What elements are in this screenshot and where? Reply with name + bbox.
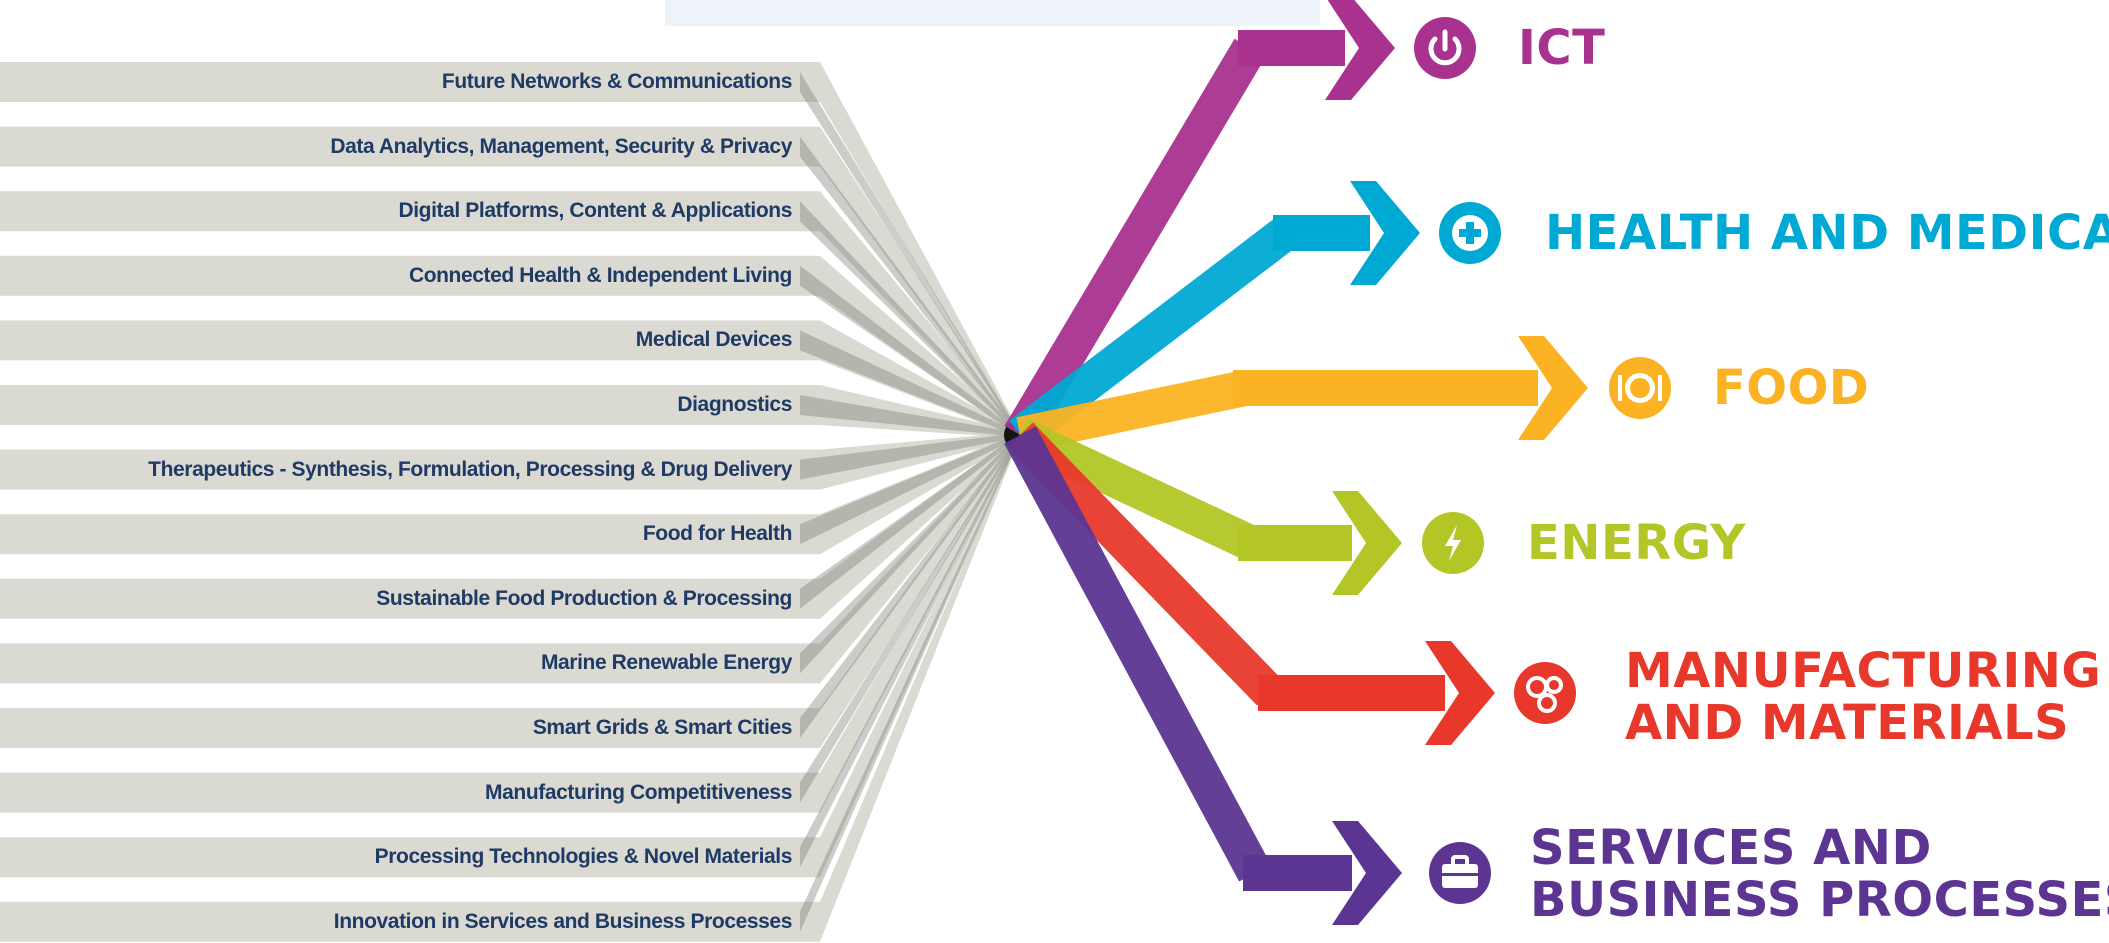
converging-streak	[800, 433, 1020, 868]
sector-arrow-head	[1325, 0, 1395, 100]
left-item-label: Therapeutics - Synthesis, Formulation, P…	[148, 457, 792, 481]
left-item-bar	[0, 320, 1020, 438]
sector-label-line2: AND MATERIALS	[1625, 695, 2070, 751]
left-item-label: Connected Health & Independent Living	[408, 263, 792, 287]
sector-label-line1: MANUFACTURING	[1625, 643, 2102, 699]
sector-arrow-head	[1332, 491, 1402, 595]
left-item-label: Medical Devices	[635, 328, 793, 352]
sector-label: HEALTH AND MEDICAL	[1545, 207, 2109, 259]
left-item-bar	[0, 62, 1020, 438]
converging-streak	[800, 265, 1020, 437]
sector-arrow-leg	[1009, 218, 1296, 450]
power-icon	[1414, 17, 1476, 79]
sector-label-line1: SERVICES AND	[1530, 820, 1932, 876]
converging-streak	[800, 395, 1020, 437]
sector-label: ENERGY	[1527, 517, 1746, 569]
lightning-icon	[1422, 512, 1484, 574]
left-item-bar	[0, 432, 1020, 748]
sector-label: FOOD	[1713, 362, 1869, 414]
left-item-label: Digital Platforms, Content & Application…	[398, 199, 792, 223]
left-item-bar	[0, 432, 1020, 619]
left-item-bar	[0, 432, 1020, 490]
left-item-bar	[0, 432, 1020, 813]
sector-arrow-head	[1350, 181, 1420, 285]
converging-streak	[800, 433, 1020, 609]
converging-streak	[800, 433, 1020, 932]
left-item-bar	[0, 432, 1020, 684]
sector-arrow-head	[1518, 336, 1588, 440]
left-item-label: Innovation in Services and Business Proc…	[333, 909, 793, 933]
converging-streak	[800, 330, 1020, 437]
left-item-label: Processing Technologies & Novel Material…	[374, 845, 793, 869]
sector-label-line1: ICT	[1518, 20, 1606, 76]
converging-streak	[800, 72, 1020, 437]
left-item-label: Manufacturing Competitiveness	[485, 780, 792, 804]
briefcase-icon	[1429, 842, 1491, 904]
sector-arrow-leg	[1004, 426, 1271, 882]
left-item-label: Sustainable Food Production & Processing	[376, 586, 792, 610]
left-item-label: Food for Health	[642, 522, 793, 546]
sector-label: ICT	[1518, 22, 1605, 74]
plate-icon	[1609, 357, 1671, 419]
sector-arrow-leg	[1016, 370, 1249, 453]
converging-streak	[800, 433, 1020, 545]
converging-streak	[800, 433, 1020, 803]
sector-label-line1: FOOD	[1713, 360, 1870, 416]
left-item-bar	[0, 126, 1020, 438]
sector-arrow-head	[1425, 641, 1495, 745]
faded-header-bar	[665, 0, 1320, 26]
sector-arrow-head	[1332, 821, 1402, 925]
converging-streak	[800, 201, 1020, 437]
sector-label-line1: HEALTH AND MEDICAL	[1545, 205, 2109, 261]
left-item-bar	[0, 255, 1020, 438]
left-item-label: Smart Grids & Smart Cities	[532, 716, 793, 739]
left-item-label: Future Networks & Communications	[441, 70, 792, 93]
converging-streak	[800, 433, 1020, 738]
sector-label-line2: BUSINESS PROCESSES	[1530, 872, 2109, 928]
left-item-label: Marine Renewable Energy	[540, 651, 792, 675]
left-item-bar	[0, 191, 1020, 438]
left-item-bar	[0, 385, 1020, 438]
converging-streak	[800, 433, 1020, 674]
converging-streak	[800, 136, 1020, 437]
gears-icon	[1514, 662, 1576, 724]
left-item-label: Diagnostics	[677, 393, 792, 416]
left-item-bar	[0, 432, 1020, 555]
sector-arrow-leg	[1004, 38, 1266, 445]
medical-cross-icon	[1439, 202, 1501, 264]
converging-streak	[800, 433, 1020, 480]
left-item-label: Data Analytics, Management, Security & P…	[330, 134, 792, 158]
sector-label-line1: ENERGY	[1527, 515, 1746, 571]
